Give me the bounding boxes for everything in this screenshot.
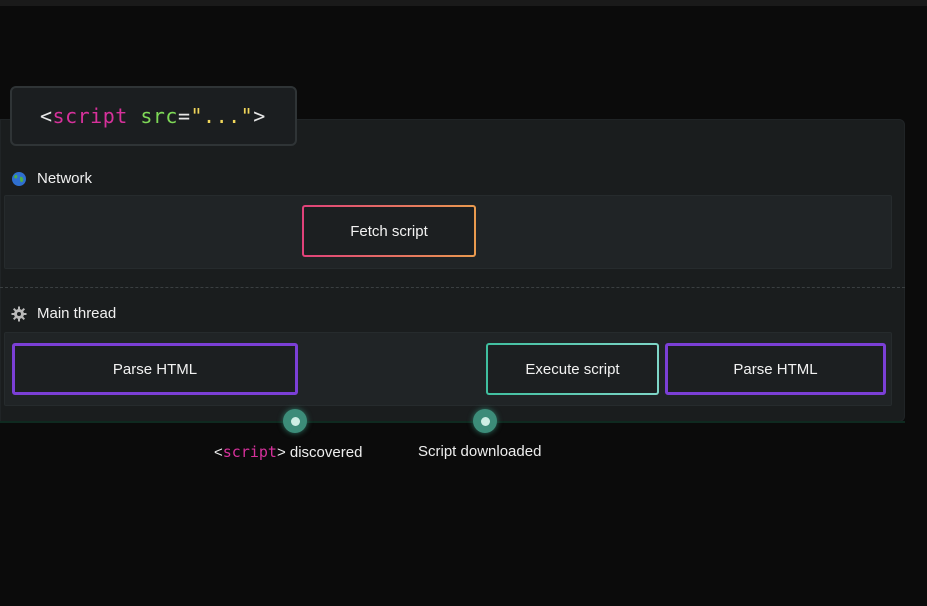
fetch-script-block: Fetch script bbox=[302, 205, 476, 257]
script-discovered-marker bbox=[283, 409, 307, 433]
script-downloaded-marker bbox=[473, 409, 497, 433]
script-downloaded-label: Script downloaded bbox=[418, 443, 542, 460]
main-thread-label: Main thread bbox=[37, 305, 117, 322]
marker-dot bbox=[290, 416, 300, 426]
script-discovered-label: <script> discovered bbox=[214, 443, 362, 461]
network-label: Network bbox=[37, 170, 93, 187]
code-space bbox=[128, 104, 141, 128]
code-close-bracket: > bbox=[253, 104, 266, 128]
code-attr-name: src bbox=[140, 104, 178, 128]
marker-label-code: script bbox=[222, 443, 277, 461]
lane-divider bbox=[0, 287, 905, 288]
code-equals: = bbox=[177, 104, 191, 128]
execute-script-block: Execute script bbox=[486, 343, 659, 395]
code-tag-name: script bbox=[52, 104, 128, 128]
code-open-bracket: < bbox=[40, 104, 53, 128]
main-thread-section-label: Main thread bbox=[11, 305, 116, 322]
script-tag-code: <script src="..."> bbox=[10, 86, 297, 146]
parse-html-block: Parse HTML bbox=[665, 343, 886, 395]
network-section-label: Network bbox=[11, 170, 92, 187]
panel-bottom-edge bbox=[0, 421, 905, 423]
top-strip bbox=[0, 0, 927, 6]
globe-icon bbox=[11, 171, 27, 187]
marker-label-prefix: < bbox=[214, 444, 223, 461]
code-attr-value: "..." bbox=[190, 104, 254, 128]
marker-label-suffix: > discovered bbox=[276, 444, 363, 461]
gear-icon bbox=[11, 306, 27, 322]
parse-html-block: Parse HTML bbox=[12, 343, 298, 395]
marker-dot bbox=[480, 416, 490, 426]
